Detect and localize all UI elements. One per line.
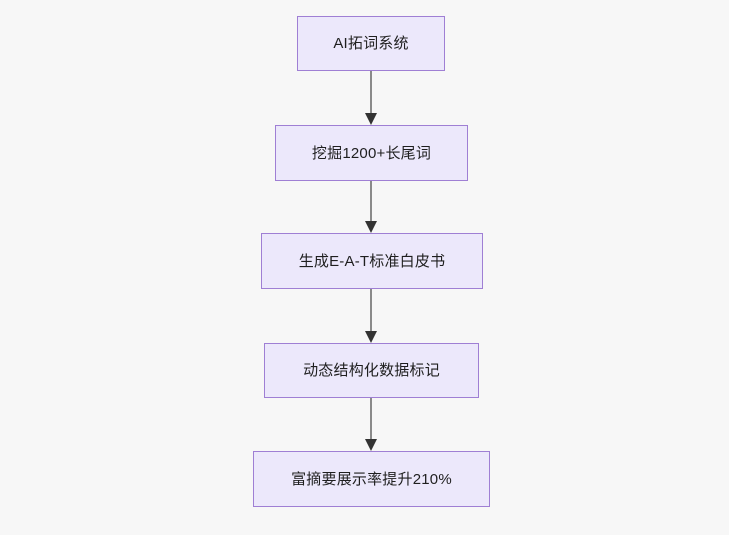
flowchart-node-ai-keyword-system[interactable]: AI拓词系统 [297,16,445,71]
edge-n3-n4 [365,398,377,451]
node-label: 生成E-A-T标准白皮书 [298,252,446,270]
node-label: AI拓词系统 [333,35,409,52]
flowchart-node-generate-eat-whitepaper[interactable]: 生成E-A-T标准白皮书 [261,233,483,289]
flowchart-node-rich-snippet-rate-increase[interactable]: 富摘要展示率提升210% [253,451,490,507]
flowchart-node-mine-longtail-keywords[interactable]: 挖掘1200+长尾词 [275,125,468,181]
edge-n2-n3 [365,289,377,343]
flowchart-node-dynamic-structured-data-markup[interactable]: 动态结构化数据标记 [264,343,479,398]
edge-n1-n2 [365,181,377,233]
node-label: 动态结构化数据标记 [303,362,440,379]
edge-n0-n1 [365,71,377,125]
node-label: 挖掘1200+长尾词 [311,144,432,162]
node-label: 富摘要展示率提升210% [291,470,452,488]
